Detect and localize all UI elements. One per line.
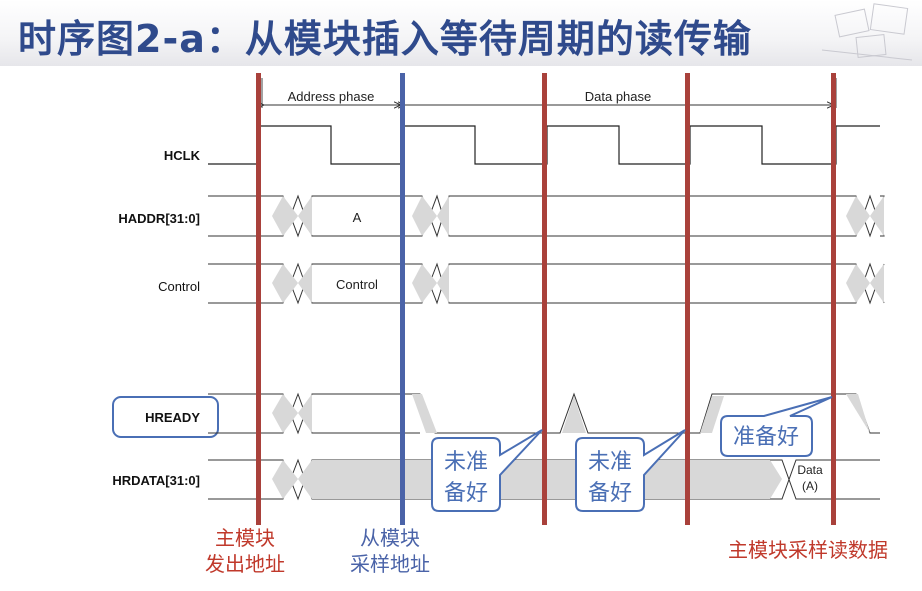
control-waveform: [208, 262, 885, 305]
marker-master-read-line: [831, 73, 836, 525]
signal-hready-label: HREADY: [145, 410, 200, 425]
callout-not-ready-1-line1: 未准: [444, 449, 488, 474]
title-bar: 时序图2-a：从模块插入等待周期的读传输: [0, 0, 922, 66]
annotation-master-address-line1: 主模块: [215, 527, 275, 550]
control-value: Control: [336, 277, 378, 292]
callout-not-ready-2-line2: 备好: [588, 480, 632, 505]
annotation-master-read: 主模块采样读数据: [728, 539, 888, 562]
signal-control-label: Control: [158, 279, 200, 294]
haddr-value-a: A: [353, 210, 362, 225]
address-phase-label: Address phase: [288, 89, 375, 104]
marker-slave-sample-line: [400, 73, 405, 525]
annotation-master-address-line2: 发出地址: [205, 553, 285, 576]
marker-wait-2-line: [685, 73, 690, 525]
callout-not-ready-2-line1: 未准: [588, 449, 632, 474]
decorative-graphic: [821, 3, 913, 61]
callout-not-ready-2: 未准 备好: [575, 429, 686, 512]
hready-waveform: [208, 392, 880, 435]
callout-ready-text: 准备好: [733, 424, 799, 449]
slide-title: 时序图2-a：从模块插入等待周期的读传输: [18, 17, 752, 61]
callout-not-ready-1-line2: 备好: [444, 480, 488, 505]
callout-ready: 准备好: [720, 396, 833, 457]
signal-haddr-label: HADDR[31:0]: [118, 211, 200, 226]
annotation-slave-sample-line2: 采样地址: [350, 553, 430, 576]
hready-highlight-box: [112, 396, 219, 438]
annotation-slave-sample-line1: 从模块: [360, 527, 420, 550]
haddr-waveform: [208, 194, 885, 238]
marker-wait-1-line: [542, 73, 547, 525]
data-phase-label: Data phase: [585, 89, 652, 104]
callout-not-ready-1: 未准 备好: [431, 429, 543, 512]
marker-master-address-line: [256, 73, 261, 525]
signal-hclk-label: HCLK: [164, 148, 201, 163]
hrdata-value-line2: (A): [802, 479, 818, 493]
hrdata-value-line1: Data: [797, 463, 823, 477]
signal-hrdata-label: HRDATA[31:0]: [112, 473, 200, 488]
